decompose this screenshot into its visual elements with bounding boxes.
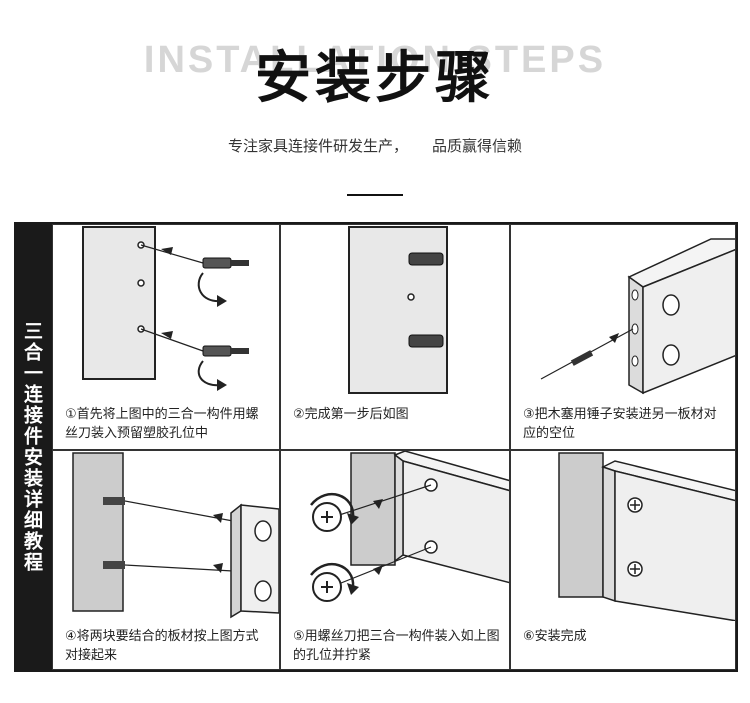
subtitle-left: 专注家具连接件研发生产，: [227, 137, 408, 155]
connector-icon: [103, 561, 125, 569]
connector-icon: [408, 252, 444, 266]
step-1-panel: ①首先将上图中的三合一构件用螺丝刀装入预留塑胶孔位中: [52, 224, 280, 450]
board: [558, 452, 604, 598]
board-face: [614, 470, 735, 621]
step-caption: ③把木塞用锤子安装进另一板材对应的空位: [523, 407, 717, 441]
step-4-illustration: [72, 452, 279, 619]
step-caption: ⑥安装完成: [523, 629, 587, 644]
hole: [407, 293, 415, 301]
hole: [254, 520, 272, 542]
step-5-panel: ⑤用螺丝刀把三合一构件装入如上图的孔位并拧紧: [280, 450, 510, 670]
hole: [631, 289, 639, 301]
step-caption: ①首先将上图中的三合一构件用螺丝刀装入预留塑胶孔位中: [65, 407, 259, 441]
step-6-illustration: [558, 452, 735, 621]
sidebar-text: 三合一连接件安装详细教程: [21, 321, 43, 573]
hole: [662, 294, 680, 316]
step-3-illustration: [540, 238, 735, 395]
board: [72, 452, 124, 612]
board-edge: [602, 465, 616, 603]
screw-icon: [627, 561, 643, 577]
board-edge: [394, 453, 404, 563]
board-edge: [230, 503, 242, 619]
connector-icon: [103, 497, 125, 505]
step-6-panel: ⑥安装完成: [510, 450, 736, 670]
step-2-panel: ②完成第一步后如图: [280, 224, 510, 450]
sidebar: 三合一连接件安装详细教程: [14, 222, 50, 672]
step-1-illustration: [82, 226, 249, 391]
subtitle-right: 品质赢得信赖: [432, 137, 523, 155]
header-title-en: INSTALLATION STEPS: [143, 39, 607, 81]
header-title: 安装步骤: [255, 46, 495, 111]
header-divider: [347, 194, 403, 196]
header-subtitle: 专注家具连接件研发生产， 品质赢得信赖: [0, 136, 750, 156]
hole: [662, 344, 680, 366]
hole: [254, 580, 272, 602]
step-caption: ⑤用螺丝刀把三合一构件装入如上图的孔位并拧紧: [293, 629, 500, 663]
board: [348, 226, 448, 394]
step-5-illustration: [310, 451, 509, 602]
step-caption: ④将两块要结合的板材按上图方式对接起来: [65, 629, 259, 663]
step-2-illustration: [348, 226, 448, 394]
wood-dowel-icon: [570, 350, 594, 366]
screw-icon: [627, 497, 643, 513]
screwdriver-rotate-icon: [310, 563, 359, 602]
screwdriver-rotate-icon: [310, 493, 359, 532]
connector-bolt-icon: [140, 244, 249, 307]
steps-grid: ①首先将上图中的三合一构件用螺丝刀装入预留塑胶孔位中 ②完成第一步后如图 ③把木…: [50, 222, 738, 672]
connector-icon: [408, 334, 444, 348]
connector-bolt-icon: [140, 328, 249, 391]
step-4-panel: ④将两块要结合的板材按上图方式对接起来: [52, 450, 280, 670]
board: [82, 226, 156, 380]
step-3-panel: ③把木塞用锤子安装进另一板材对应的空位: [510, 224, 736, 450]
step-caption: ②完成第一步后如图: [293, 407, 409, 422]
hole: [137, 279, 145, 287]
hole: [631, 355, 639, 367]
